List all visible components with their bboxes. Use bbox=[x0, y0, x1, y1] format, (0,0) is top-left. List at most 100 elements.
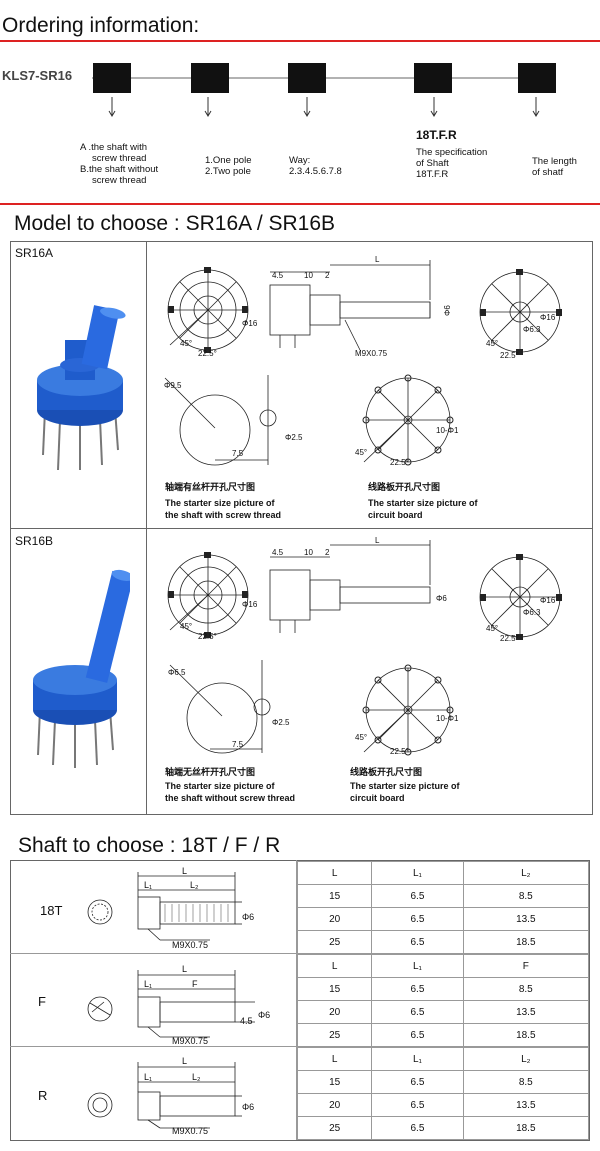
sr16b-drawings: 4.5 10 2 L Φ6 Φ16 45° 22.5° Φ16 Φ6.3 45°… bbox=[165, 536, 562, 803]
dim-label: L bbox=[182, 1056, 187, 1066]
shaft-18t-label: 18T bbox=[40, 903, 63, 918]
shaft-r-label: R bbox=[38, 1088, 48, 1103]
shaft-title: Shaft to choose : 18T / F / R bbox=[18, 834, 281, 857]
dim-label: L bbox=[182, 866, 187, 876]
dim-label: M9X0.75 bbox=[172, 1126, 208, 1136]
dim-label: M9X0.75 bbox=[172, 1036, 208, 1046]
option-text: 18T.F.R bbox=[416, 169, 449, 180]
caption-cn: 线路板开孔尺寸图 bbox=[350, 766, 422, 777]
dim-label: 22.5° bbox=[390, 458, 409, 467]
option-shaft-length: The length of shatf bbox=[532, 156, 577, 178]
option-text: of Shaft bbox=[416, 158, 449, 169]
table-header: L bbox=[296, 954, 373, 978]
table-cell: 20 bbox=[296, 1093, 373, 1117]
table-cell: 13.5 bbox=[462, 1000, 590, 1024]
table-row: 25 6.5 18.5 bbox=[296, 1116, 590, 1140]
panel-divider bbox=[10, 953, 589, 954]
table-row: 15 6.5 8.5 bbox=[296, 884, 590, 908]
table-cell: 18.5 bbox=[462, 1116, 590, 1140]
dim-label: M9X0.75 bbox=[172, 940, 208, 950]
table-cell: 25 bbox=[296, 930, 373, 954]
dim-label: L₂ bbox=[190, 880, 199, 890]
caption: The starter size picture of bbox=[368, 498, 479, 508]
dim-label: 45° bbox=[180, 622, 192, 631]
dim-label: 7.5 bbox=[232, 449, 244, 458]
option-text: The specification bbox=[416, 147, 488, 158]
dim-label: Φ16 bbox=[540, 596, 556, 605]
caption: The starter size picture of bbox=[350, 781, 461, 791]
sr16b-photo bbox=[33, 569, 130, 768]
option-shaft-spec-head: 18T.F.R bbox=[416, 128, 457, 142]
model-a-label: SR16A bbox=[15, 246, 54, 260]
table-header: L₂ bbox=[462, 1047, 590, 1071]
table-cell: 6.5 bbox=[371, 930, 464, 954]
caption: The starter size picture of bbox=[165, 781, 276, 791]
dim-label: L₂ bbox=[192, 1072, 201, 1082]
sr16a-photo bbox=[37, 305, 126, 471]
option-text: screw thread bbox=[92, 153, 147, 164]
caption-cn: 线路板开孔尺寸图 bbox=[368, 481, 440, 492]
panel-divider bbox=[10, 1046, 589, 1047]
dim-label: L bbox=[375, 536, 380, 545]
table-cell: 15 bbox=[296, 977, 373, 1001]
dim-label: L bbox=[375, 255, 380, 264]
shaft-f-label: F bbox=[38, 994, 46, 1009]
dim-label: 2 bbox=[325, 271, 330, 280]
dim-label: 45° bbox=[486, 339, 498, 348]
dim-label: 4.5 bbox=[272, 548, 284, 557]
shaft-r-table: L L₁ L₂ 15 6.5 8.5 20 6.5 13.5 25 6.5 18… bbox=[296, 1047, 590, 1140]
shaft-f-table: L L₁ F 15 6.5 8.5 20 6.5 13.5 25 6.5 18.… bbox=[296, 954, 590, 1047]
table-row: 20 6.5 13.5 bbox=[296, 1093, 590, 1117]
table-header: L₁ bbox=[371, 1047, 464, 1071]
option-text: 2.3.4.5.6.7.8 bbox=[289, 166, 342, 177]
dim-label: 7.5 bbox=[232, 740, 244, 749]
shaft-panel bbox=[10, 860, 590, 1141]
dim-label: Φ6.3 bbox=[523, 608, 541, 617]
panel-divider bbox=[10, 528, 592, 529]
model-b-label: SR16B bbox=[15, 534, 54, 548]
table-cell: 13.5 bbox=[462, 1093, 590, 1117]
dim-label: 4.5 bbox=[240, 1016, 253, 1026]
table-header-row: L L₁ L₂ bbox=[296, 1047, 590, 1071]
dim-label: 22.5° bbox=[390, 747, 409, 756]
option-text: A .the shaft with bbox=[80, 142, 148, 153]
table-row: 20 6.5 13.5 bbox=[296, 1000, 590, 1024]
table-cell: 18.5 bbox=[462, 930, 590, 954]
model-title: Model to choose : SR16A / SR16B bbox=[14, 212, 336, 235]
dim-label: 10-Φ1 bbox=[436, 714, 459, 723]
panel-divider bbox=[146, 241, 147, 814]
table-header: L₁ bbox=[371, 954, 464, 978]
dim-label: Φ6 bbox=[242, 912, 254, 922]
table-cell: 8.5 bbox=[462, 977, 590, 1001]
dim-label: L₁ bbox=[144, 880, 152, 890]
option-shaft-spec: The specification of Shaft 18T.F.R bbox=[416, 147, 487, 180]
shaft-drawings: L L₁ L₂ M9X0.75 Φ6 L L₁ F M9X0.75 4.5 Φ6… bbox=[87, 866, 270, 1136]
option-shaft-thread: A .the shaft with screw thread B.the sha… bbox=[80, 142, 180, 186]
ordering-bottom-divider bbox=[0, 203, 600, 205]
table-cell: 6.5 bbox=[371, 1070, 464, 1094]
option-poles: 1.One pole 2.Two pole bbox=[205, 155, 251, 177]
table-cell: 8.5 bbox=[462, 1070, 590, 1094]
table-header: L₂ bbox=[462, 861, 590, 885]
dim-label: 22.5° bbox=[500, 351, 519, 360]
sr16a-drawings: 4.5 10 2 L Φ6 Φ16 45° 22.5° M9X0.75 Φ16 … bbox=[164, 255, 562, 520]
dim-label: 22.5° bbox=[198, 632, 217, 641]
option-text: of shatf bbox=[532, 167, 564, 178]
dim-label: 10 bbox=[304, 271, 313, 280]
table-cell: 18.5 bbox=[462, 1023, 590, 1047]
table-header: F bbox=[462, 954, 590, 978]
ordering-divider bbox=[0, 40, 600, 42]
table-cell: 6.5 bbox=[371, 1116, 464, 1140]
dim-label: Φ6 bbox=[242, 1102, 254, 1112]
table-cell: 6.5 bbox=[371, 1000, 464, 1024]
dim-label: 45° bbox=[486, 624, 498, 633]
table-cell: 25 bbox=[296, 1116, 373, 1140]
dim-label: 22.5° bbox=[500, 634, 519, 643]
dim-label: Φ2.5 bbox=[285, 433, 303, 442]
dim-label: Φ16 bbox=[242, 319, 258, 328]
dim-label: 45° bbox=[355, 448, 367, 457]
table-cell: 6.5 bbox=[371, 1093, 464, 1117]
option-text: The length bbox=[532, 156, 577, 167]
caption: The starter size picture of bbox=[165, 498, 276, 508]
option-way: Way: 2.3.4.5.6.7.8 bbox=[289, 155, 342, 177]
